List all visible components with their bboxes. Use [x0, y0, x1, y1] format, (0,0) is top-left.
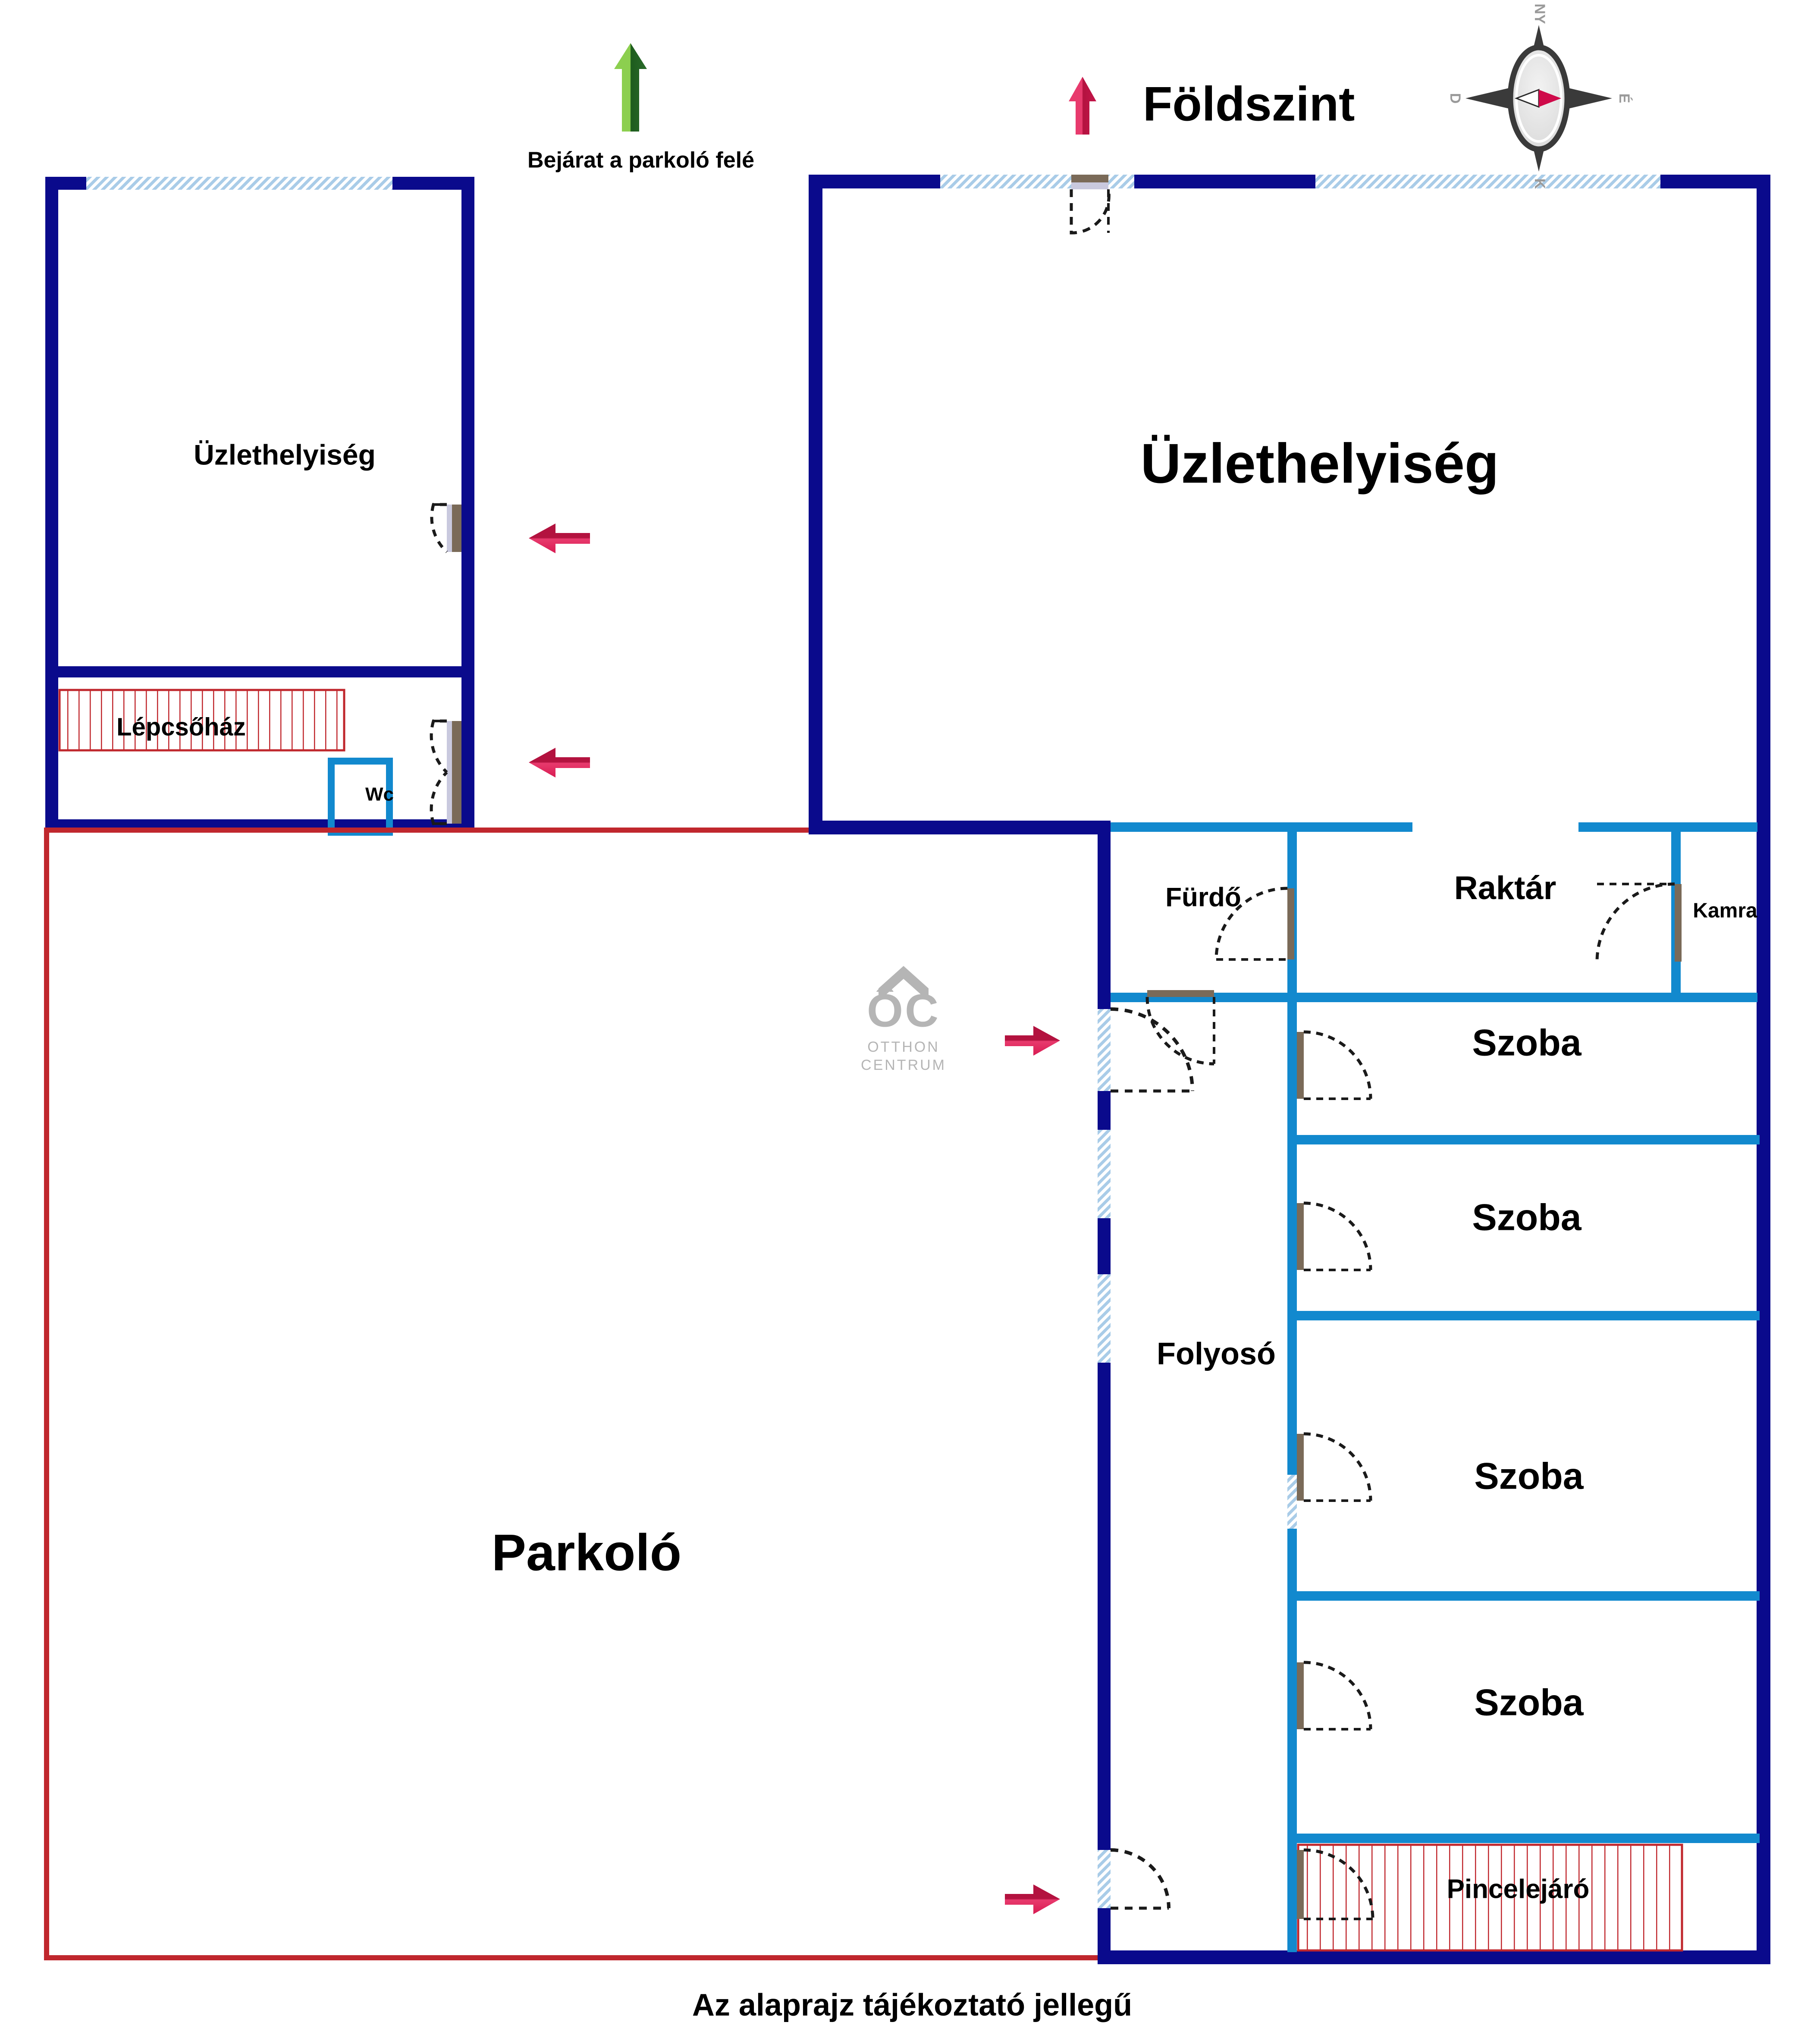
compass-label-north: NY: [1531, 3, 1548, 24]
room-label-szoba-2: Szoba: [1472, 1197, 1582, 1238]
window-corridor-3: [1098, 1274, 1111, 1363]
compass-label-west: D: [1447, 93, 1463, 104]
left-wall-east: [461, 177, 474, 832]
compass-rose: NY É K D: [1447, 3, 1632, 189]
room-label-uzlethelyiseg-left: Üzlethelyiség: [194, 439, 376, 470]
corridor-wall-west: [1098, 821, 1111, 1963]
room-label-raktar: Raktár: [1454, 870, 1556, 906]
stair-hatch-pincelejaro: [1297, 1843, 1683, 1952]
door-szoba-3: [1297, 1432, 1372, 1502]
window-corridor-2: [1098, 1130, 1111, 1218]
room-label-szoba-3: Szoba: [1474, 1456, 1584, 1497]
window-left-building-top: [86, 177, 392, 190]
partition-h-furdo-bottom: [1111, 993, 1757, 1002]
door-corridor-west-upper: [1110, 1007, 1194, 1093]
right-building-wall-east: [1757, 175, 1770, 1964]
door-szoba-1: [1297, 1030, 1372, 1100]
partition-h-szoba-2-3: [1287, 1311, 1760, 1320]
door-furdo: [1214, 887, 1294, 961]
door-stairhall-east: [430, 719, 461, 825]
left-building: [45, 177, 474, 836]
room-label-folyoso: Folyosó: [1157, 1337, 1276, 1371]
room-label-wc: Wc: [365, 784, 394, 805]
logo-roof-chevron: [879, 966, 929, 1001]
partition-h-strip-top-a: [1111, 822, 1412, 832]
disclaimer-text: Az alaprajz tájékoztató jellegű: [692, 1988, 1132, 2022]
logo-line-2: CENTRUM: [861, 1057, 946, 1073]
right-shop-wall-west: [809, 175, 822, 834]
room-label-furdo: Fürdő: [1165, 882, 1241, 912]
logo-mark: ÔC: [867, 984, 940, 1037]
window-szoba-3: [1287, 1475, 1297, 1529]
room-label-szoba-4: Szoba: [1474, 1682, 1584, 1724]
partition-h-strip-top-b: [1578, 822, 1757, 832]
right-shop-wall-bottom-left: [809, 821, 1111, 834]
door-pincelejaro: [1297, 1848, 1374, 1920]
window-corridor-4: [1098, 1850, 1111, 1908]
compass-label-east: É: [1616, 94, 1632, 103]
right-building: [809, 175, 1770, 1964]
room-label-szoba-1: Szoba: [1472, 1022, 1582, 1064]
left-wall-west: [45, 177, 58, 832]
partition-h-szoba-3-4: [1287, 1591, 1760, 1601]
compass-label-south: K: [1531, 179, 1548, 189]
stair-hatch-lepcsohaz: [58, 689, 345, 752]
right-building-wall-south: [1098, 1950, 1770, 1964]
page-title: Földszint: [1143, 77, 1355, 131]
left-wall-shop-stair-divider: [45, 666, 474, 677]
logo-line-1: OTTHON: [867, 1039, 940, 1055]
red-right-arrow-icon-lower: [1005, 1884, 1060, 1914]
red-right-arrow-icon-upper: [1005, 1026, 1060, 1056]
room-label-kamra: Kamra: [1693, 900, 1757, 922]
red-down-arrow-icon: [1069, 77, 1096, 135]
door-corridor-to-furdo: [1145, 990, 1215, 1066]
room-label-lepcsohaz: Lépcsőház: [116, 713, 246, 741]
door-corridor-west-lower: [1110, 1848, 1170, 1910]
door-szoba-2: [1297, 1201, 1372, 1271]
room-label-pincelejaro: Pincelejáró: [1447, 1874, 1590, 1904]
door-right-shop-entrance: [1070, 175, 1111, 235]
door-kamra: [1595, 882, 1682, 962]
window-corridor-1: [1098, 1009, 1111, 1091]
door-szoba-4: [1297, 1661, 1372, 1731]
partition-h-szoba-1-2: [1287, 1135, 1760, 1144]
otthon-centrum-logo: ÔC OTTHON CENTRUM: [861, 966, 946, 1073]
door-shop-left-east: [430, 503, 461, 553]
room-label-uzlethelyiseg-right: Üzlethelyiség: [1141, 432, 1499, 495]
room-label-parkolo: Parkoló: [492, 1524, 681, 1582]
red-left-arrow-icon-upper: [529, 524, 590, 553]
green-down-arrow-icon: [614, 43, 647, 132]
right-shop-interior: [815, 181, 1764, 824]
partition-h-szoba-4-cellar: [1287, 1834, 1760, 1843]
entrance-note: Bejárat a parkoló felé: [527, 148, 754, 173]
red-left-arrow-icon-lower: [529, 748, 590, 777]
partition-v-corridor-east: [1287, 993, 1297, 1952]
window-right-shop-b: [1315, 175, 1660, 188]
